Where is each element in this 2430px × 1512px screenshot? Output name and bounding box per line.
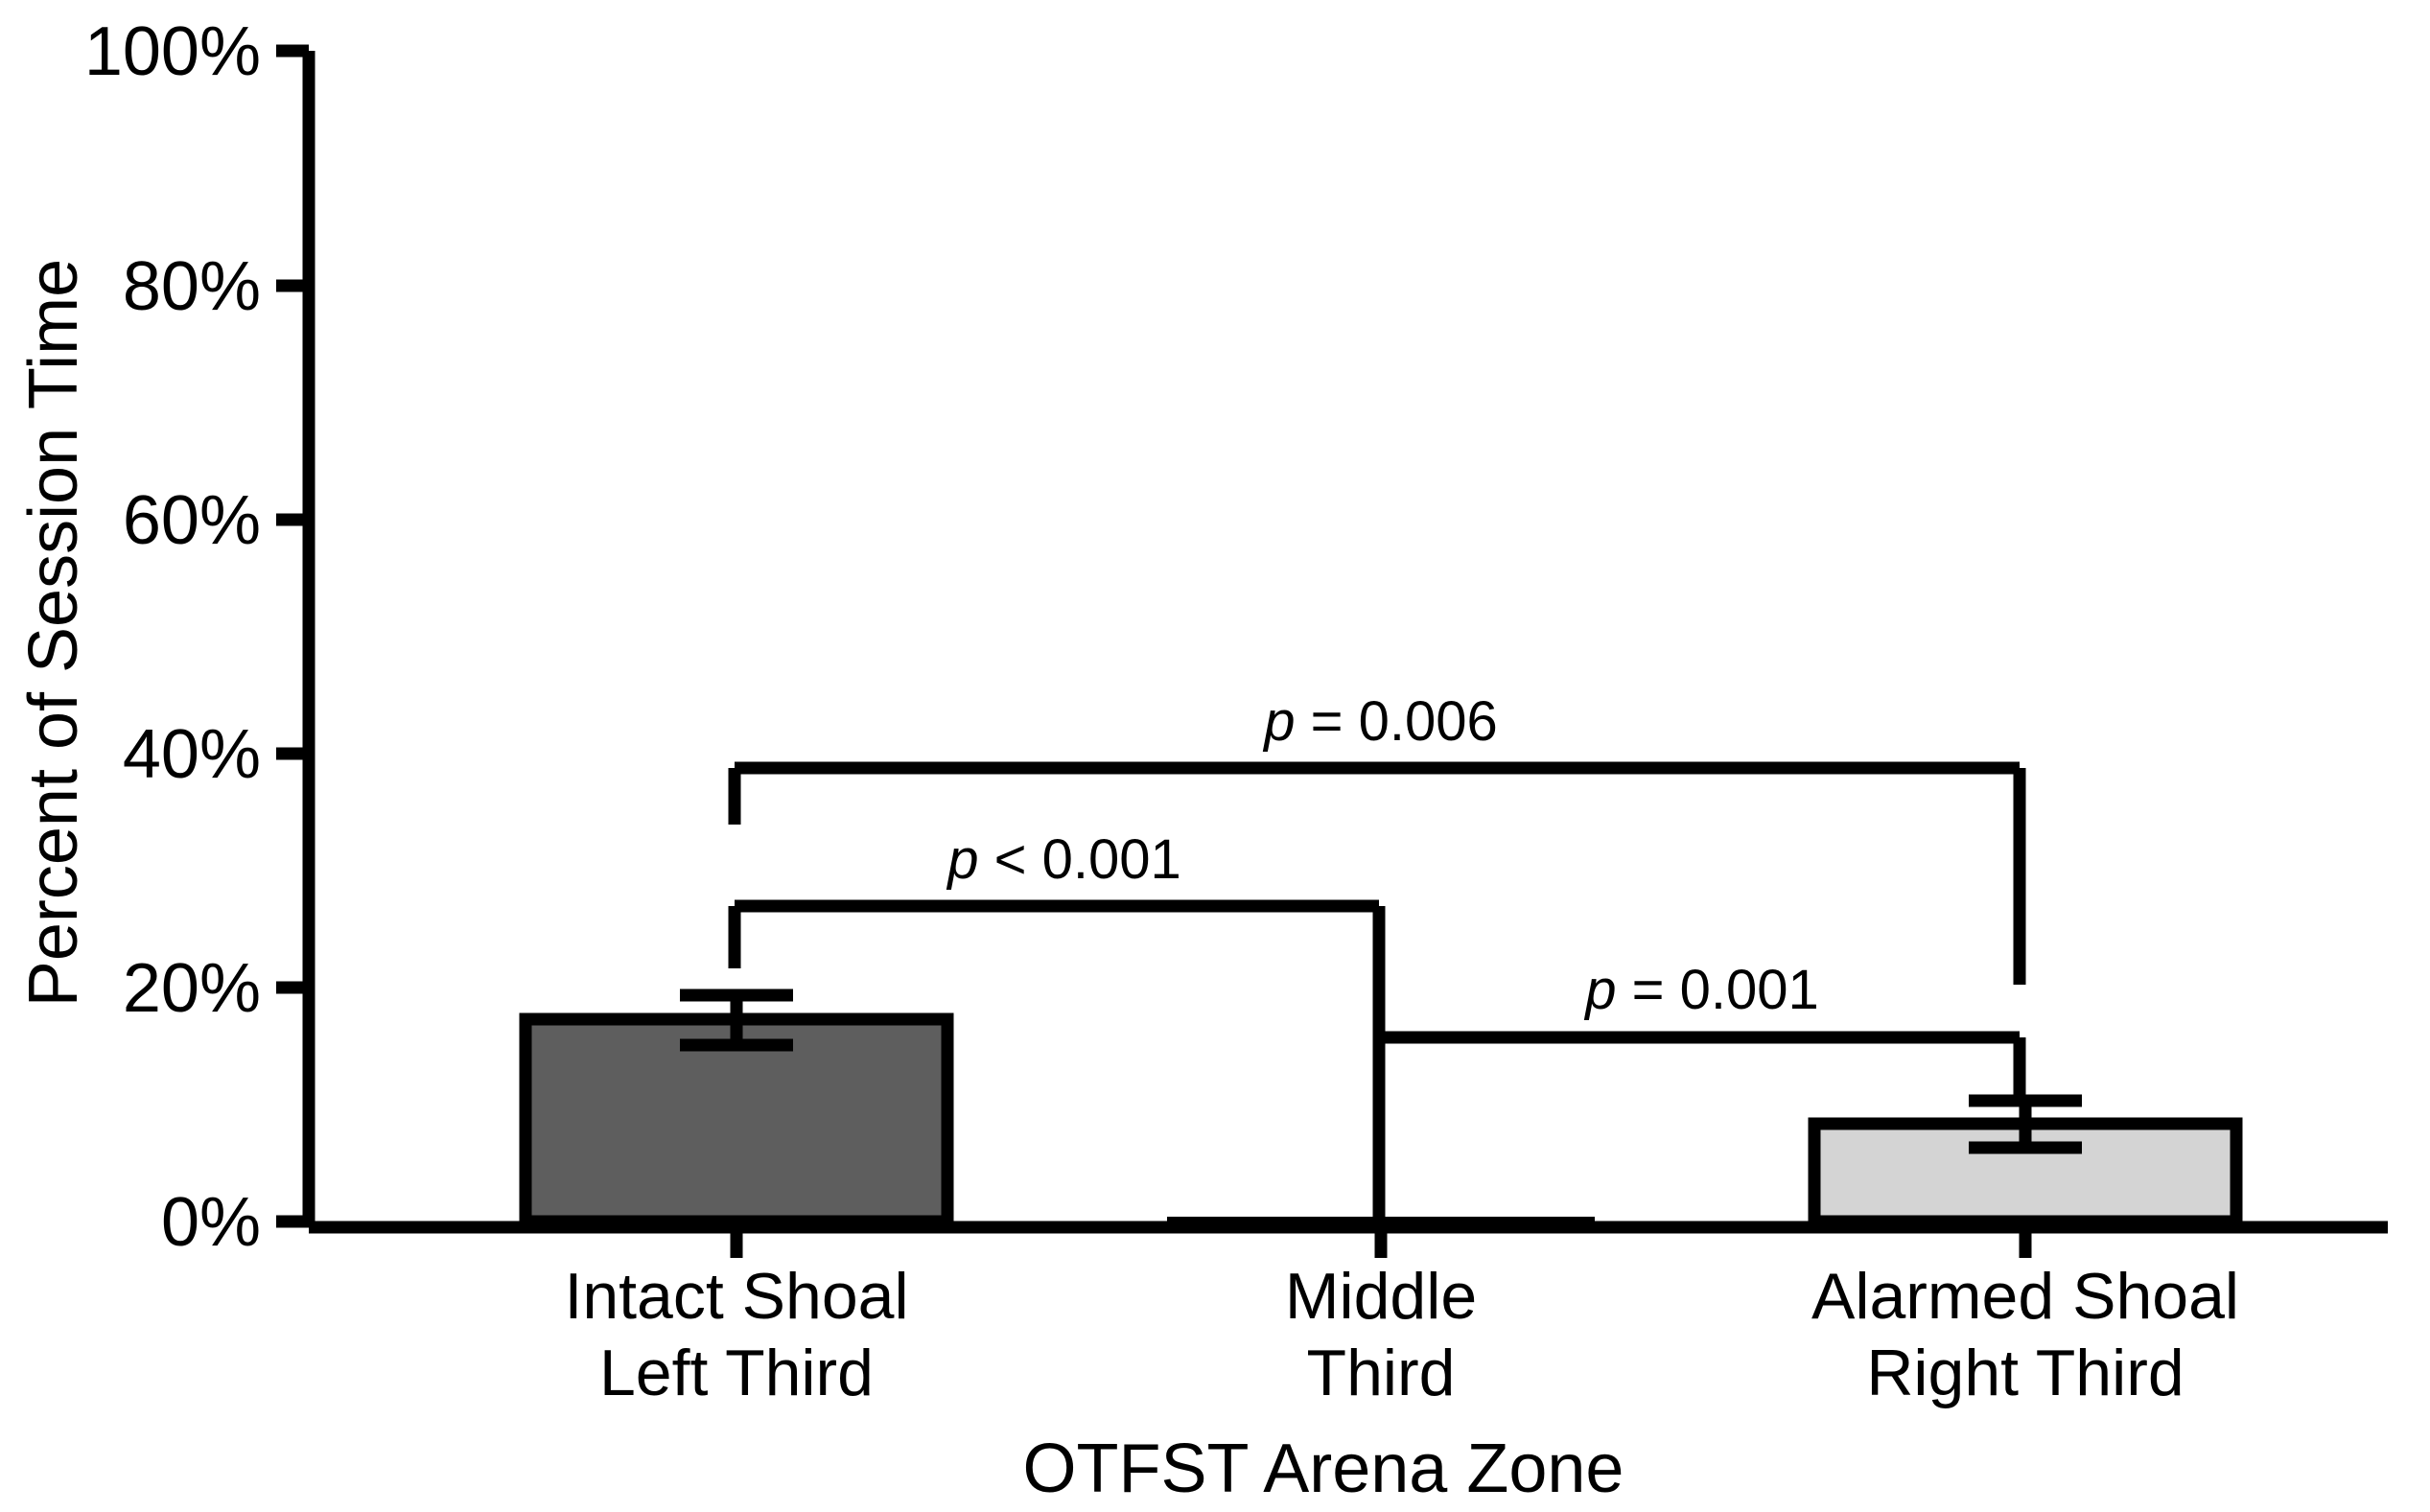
x-category-2-line-0: Alarmed Shoal [1811,1260,2239,1333]
pvalue-label-p006: p = 0.006 [1262,690,1498,753]
p-rest-low: = 0.001 [1617,959,1819,1021]
y-axis-title: Percent of Session Time [15,259,92,1007]
x-category-1-line-0: Middle [1285,1260,1477,1333]
x-category-0-line-1: Left Third [599,1337,874,1409]
p-rest-top: = 0.006 [1296,690,1498,753]
bar-intact-shoal-left-third[interactable] [519,989,954,1228]
significance-bracket-p001 [1372,1031,2026,1221]
x-category-0-line-0: Intact Shoal [564,1260,908,1333]
x-category-label-0: Intact Shoal Left Third [564,1260,908,1409]
y-tick-label-40: 40% [123,716,261,793]
x-category-label-2: Alarmed Shoal Right Third [1811,1260,2239,1409]
x-category-1-line-1: Third [1307,1337,1456,1409]
p-symbol-top: p [1262,690,1295,753]
p-rest-mid: < 0.001 [979,828,1181,891]
error-bar-intact-shoal [680,989,793,1052]
significance-bracket-p006 [728,761,2026,985]
x-axis-title: OTFST Arena Zone [1023,1431,1624,1507]
pvalue-label-p0001: p < 0.001 [946,828,1181,891]
y-tick-label-100: 100% [84,13,261,90]
y-tick-label-20: 20% [123,950,261,1027]
x-axis [309,1221,2388,1258]
x-category-label-1: Middle Third [1285,1260,1477,1409]
y-tick-label-0: 0% [161,1184,261,1261]
error-bar-alarmed-shoal [1969,1094,2082,1154]
y-tick-label-80: 80% [123,248,261,325]
y-axis [276,44,315,1228]
p-symbol-mid: p [946,828,978,891]
bar-alarmed-shoal-right-third[interactable] [1808,1094,2243,1228]
x-category-2-line-1: Right Third [1866,1337,2184,1409]
p-symbol-low: p [1583,959,1616,1021]
y-tick-label-60: 60% [123,482,261,559]
pvalue-label-p001: p = 0.001 [1583,959,1819,1021]
